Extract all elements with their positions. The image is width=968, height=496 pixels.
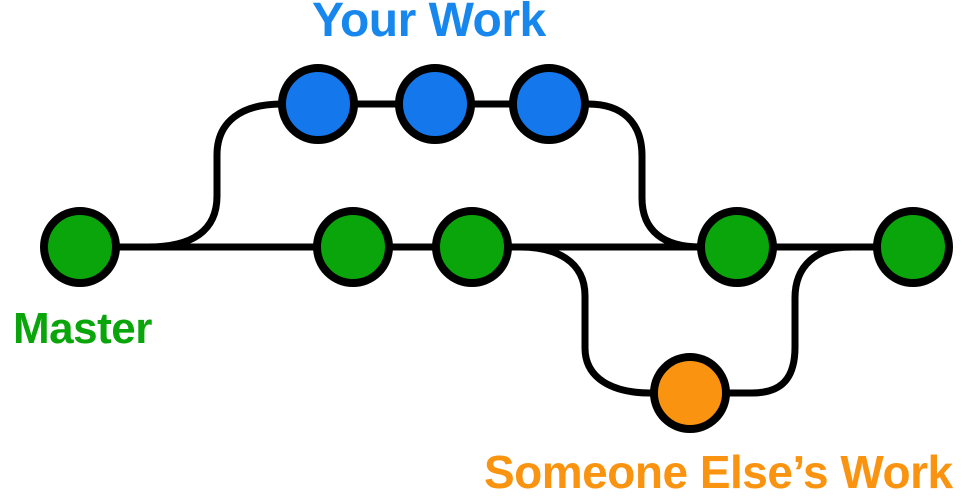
commit-node-master [313,207,393,287]
commit-nodes [40,64,953,433]
commit-node-your_work [395,64,475,144]
someone-elses-work-label: Someone Else’s Work [484,446,953,496]
commit-node-someone_else [650,353,730,433]
your-work-branch-out-curve [144,100,322,251]
your-work-label: Your Work [312,0,546,47]
someone-else-merge-curve [686,243,856,397]
commit-node-master [697,207,777,287]
someone-else-branch-out-curve [516,243,694,397]
your-work-merge-curve [576,100,704,251]
commit-node-master [40,207,120,287]
commit-node-your_work [509,64,589,144]
commit-node-your_work [278,64,358,144]
commit-node-master [432,207,512,287]
commit-node-master [873,207,953,287]
master-label: Master [13,304,152,353]
